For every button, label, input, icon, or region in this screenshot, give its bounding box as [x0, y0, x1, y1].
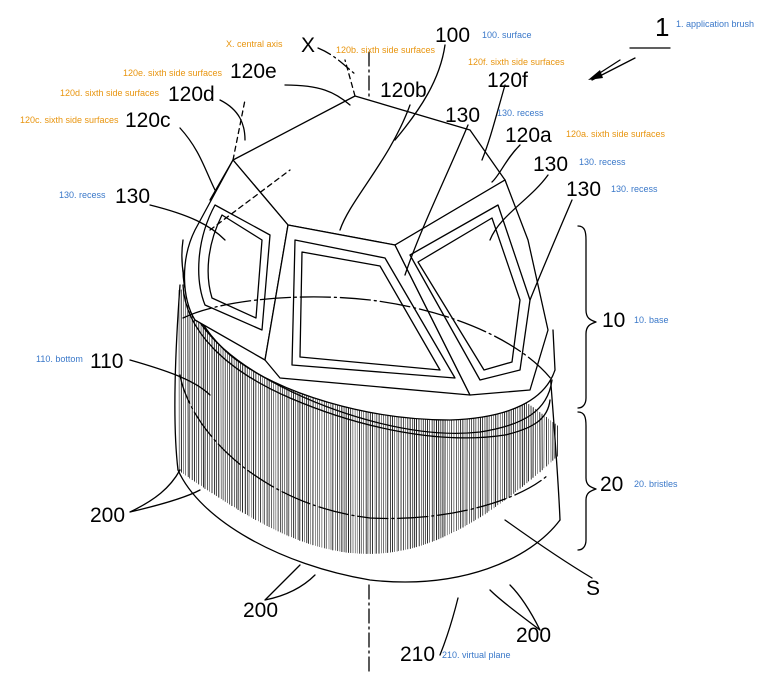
- label-10: 10: [602, 310, 625, 331]
- arrow-1-head: [588, 70, 603, 80]
- label-200-bottom-right: 200: [516, 625, 551, 646]
- annotation-210: 210. virtual plane: [442, 651, 511, 660]
- label-120d: 120d: [168, 84, 215, 105]
- annotation-120a: 120a. sixth side surfaces: [566, 130, 665, 139]
- label-120c: 120c: [125, 110, 171, 131]
- annotation-130-right1: 130. recess: [579, 158, 626, 167]
- annotation-20: 20. bristles: [634, 480, 678, 489]
- label-200-left: 200: [90, 505, 125, 526]
- bristle-bottom-edge: [178, 470, 560, 582]
- leader-210: [440, 598, 458, 655]
- label-1: 1: [655, 14, 669, 40]
- label-130-top: 130: [445, 105, 480, 126]
- leader-120c: [180, 128, 215, 190]
- leader-110: [130, 360, 210, 395]
- annotation-120b: 120b. sixth side surfaces: [336, 46, 435, 55]
- annotation-10: 10. base: [634, 316, 669, 325]
- label-200-bottom-left: 200: [243, 600, 278, 621]
- label-130-right2: 130: [566, 179, 601, 200]
- label-120f: 120f: [487, 70, 528, 91]
- leader-120f: [482, 85, 505, 160]
- annotation-120d: 120d. sixth side surfaces: [60, 89, 159, 98]
- annotation-130-top: 130. recess: [497, 109, 544, 118]
- leader-120a: [492, 145, 520, 182]
- label-x: X: [301, 35, 315, 56]
- annotation-120c: 120c. sixth side surfaces: [20, 116, 119, 125]
- annotation-120e: 120e. sixth side surfaces: [123, 69, 222, 78]
- annotation-1: 1. application brush: [676, 20, 754, 29]
- label-120e: 120e: [230, 61, 277, 82]
- annotation-130-left: 130. recess: [59, 191, 106, 200]
- leader-120e: [285, 85, 350, 105]
- label-120a: 120a: [505, 125, 552, 146]
- label-100: 100: [435, 25, 470, 46]
- label-s: S: [586, 578, 600, 599]
- label-120b: 120b: [380, 80, 427, 101]
- annotation-x: X. central axis: [226, 40, 283, 49]
- label-130-left: 130: [115, 186, 150, 207]
- leader-120d: [220, 100, 245, 140]
- label-110: 110: [90, 351, 123, 372]
- leader-200-bl: [265, 565, 315, 600]
- virtual-plane-leader: [505, 520, 592, 578]
- leader-1: [592, 48, 670, 80]
- annotation-130-right2: 130. recess: [611, 185, 658, 194]
- bracket-base: [578, 226, 596, 408]
- annotation-110: 110. bottom: [36, 355, 83, 364]
- label-20: 20: [600, 474, 623, 495]
- annotation-120f: 120f. sixth side surfaces: [468, 58, 565, 67]
- annotation-100: 100. surface: [482, 31, 532, 40]
- leader-130-right2: [530, 200, 572, 300]
- bracket-bristles: [578, 412, 596, 550]
- label-130-right1: 130: [533, 154, 568, 175]
- label-210: 210: [400, 644, 435, 665]
